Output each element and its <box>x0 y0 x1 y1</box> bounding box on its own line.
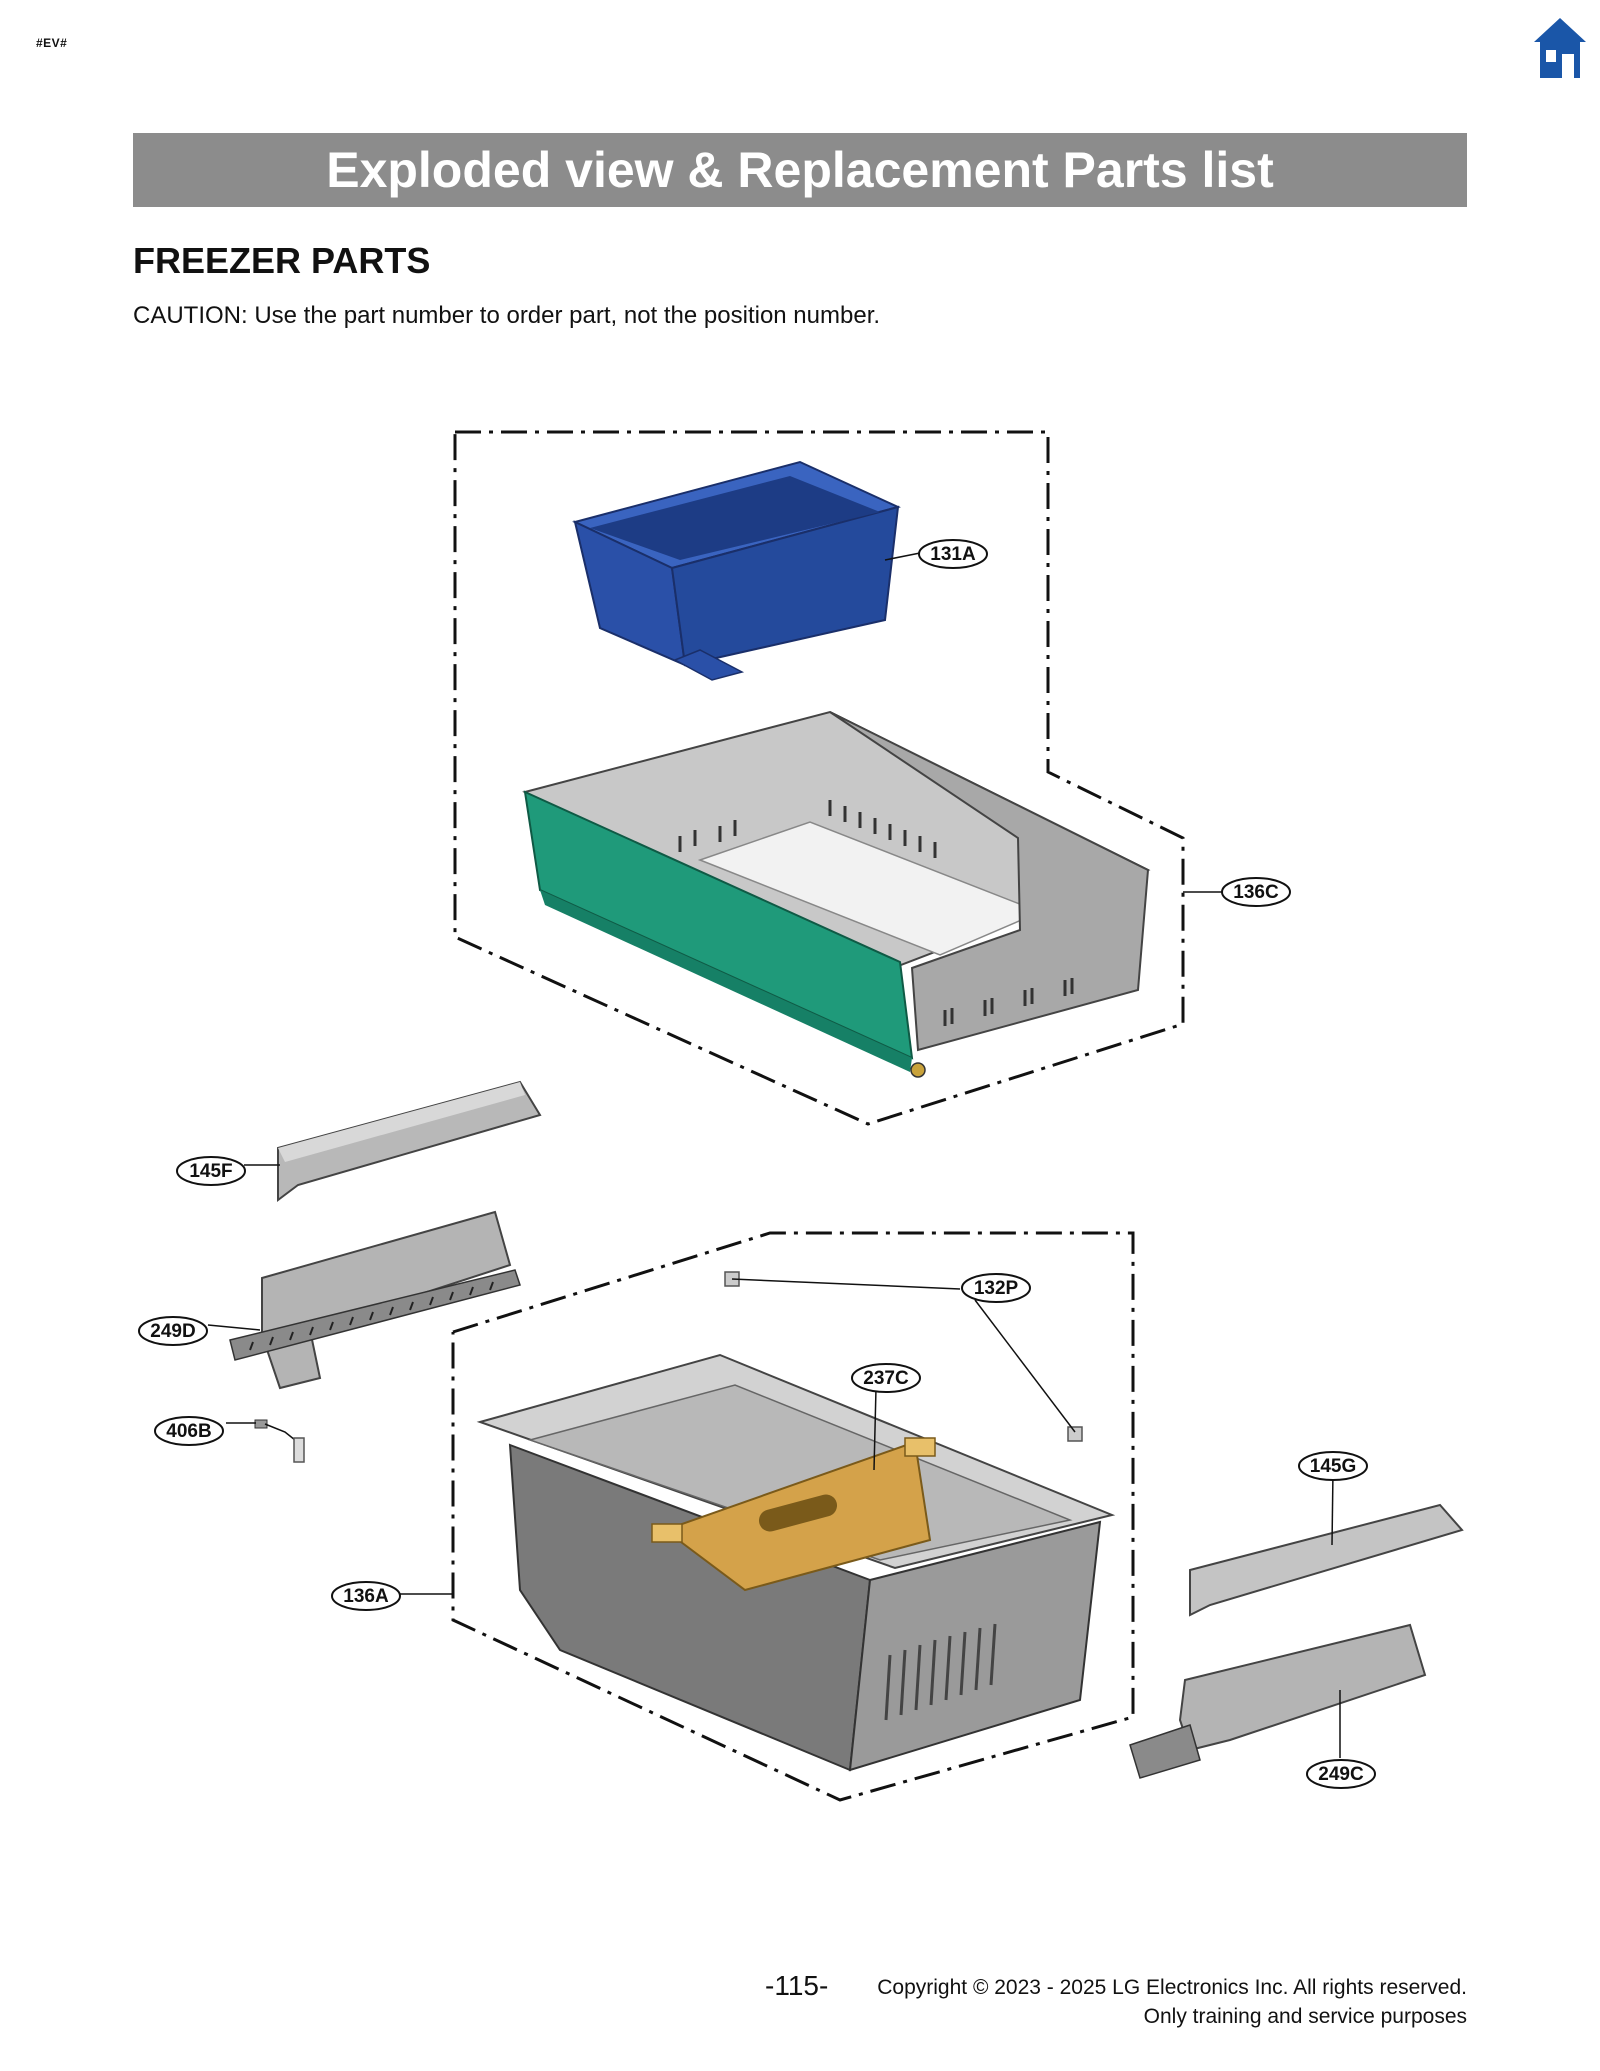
callout-249c-label: 249C <box>1318 1764 1364 1785</box>
callout-145g-label: 145G <box>1310 1456 1356 1477</box>
document-tag: #EV# <box>36 36 68 50</box>
leader-lines <box>207 552 1341 1758</box>
copyright-notice: Copyright © 2023 - 2025 LG Electronics I… <box>877 1973 1467 2031</box>
callout-132p-label: 132P <box>974 1278 1019 1299</box>
rail-145g <box>1189 1503 1464 1617</box>
callout-406b: 406B <box>154 1416 224 1446</box>
callout-131a: 131A <box>918 539 988 569</box>
caution-note: CAUTION: Use the part number to order pa… <box>133 302 881 329</box>
callout-249d-label: 249D <box>150 1321 195 1342</box>
callout-145f: 145F <box>176 1156 246 1186</box>
divider-237c <box>651 1437 936 1592</box>
upper-freezer-drawer <box>522 710 1151 1078</box>
clip-132p-b <box>1067 1426 1083 1442</box>
callout-136a: 136A <box>331 1581 401 1611</box>
part-406b <box>254 1419 305 1463</box>
exploded-view-diagram: .dash { fill: none; stroke: #111; stroke… <box>138 430 1464 1802</box>
callout-237c: 237C <box>851 1363 921 1393</box>
callout-136a-label: 136A <box>343 1586 389 1607</box>
callout-249c: 249C <box>1306 1759 1376 1789</box>
lower-group-boundary <box>451 1231 1135 1802</box>
callout-406b-label: 406B <box>166 1421 211 1442</box>
callout-145f-label: 145F <box>189 1161 232 1182</box>
callout-145g: 145G <box>1298 1451 1368 1481</box>
rail-249d <box>229 1210 521 1390</box>
callout-136c-label: 136C <box>1233 882 1279 903</box>
lower-freezer-basket <box>476 1353 1116 1772</box>
callout-131a-label: 131A <box>930 544 976 565</box>
callout-249d: 249D <box>138 1316 208 1346</box>
page-banner-title: Exploded view & Replacement Parts list <box>133 133 1467 207</box>
callout-237c-label: 237C <box>863 1368 909 1389</box>
callout-132p: 132P <box>961 1273 1031 1303</box>
freezer-bin-blue <box>572 460 901 681</box>
copyright-line-2: Only training and service purposes <box>1143 2005 1467 2028</box>
section-title: FREEZER PARTS <box>133 240 431 281</box>
rail-145f <box>277 1080 542 1202</box>
copyright-line-1: Copyright © 2023 - 2025 LG Electronics I… <box>877 1976 1467 1999</box>
page-number: -115- <box>765 1970 829 2001</box>
callout-136c: 136C <box>1221 877 1291 907</box>
upper-group-boundary <box>453 430 1185 1126</box>
rail-249c <box>1129 1623 1427 1779</box>
home-icon[interactable] <box>1532 16 1588 80</box>
